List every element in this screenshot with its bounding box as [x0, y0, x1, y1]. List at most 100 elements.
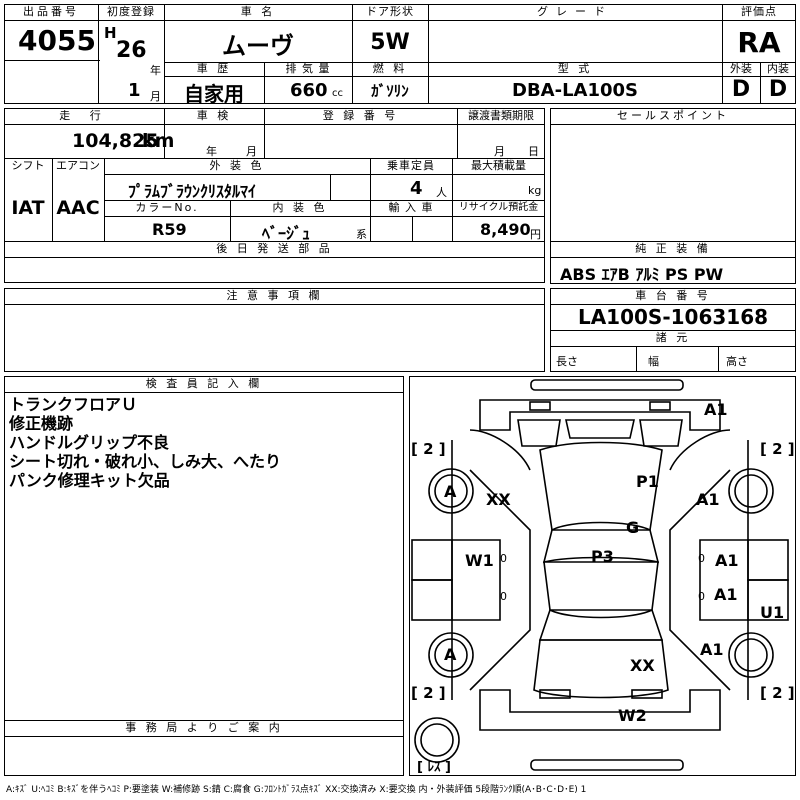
shift-label: シフト	[11, 159, 45, 172]
inspector-notes-label: 検 査 員 記 入 欄	[145, 377, 263, 390]
color-number: R59	[152, 220, 187, 239]
inspection-month-unit: 月	[246, 145, 257, 158]
mark-xx-fender: XX	[486, 490, 511, 509]
max-load-label: 最大積載量	[471, 159, 526, 172]
mark-p3-roof: P3	[591, 547, 614, 566]
era: H	[104, 24, 117, 42]
sales-points-block	[550, 108, 796, 284]
color-number-label: カラーNo.	[135, 201, 199, 214]
mark-a1-quarter-r: A1	[700, 640, 724, 659]
inspector-note: トランクフロアＵ	[9, 395, 138, 414]
door-type: 5W	[370, 30, 410, 55]
mark-a1-fender-r: A1	[696, 490, 720, 509]
tread-rear-left: [ 2 ]	[411, 684, 446, 702]
fuel-label: 燃 料	[372, 62, 408, 75]
chassis-number: LA100S-1063168	[577, 305, 769, 329]
interior-label: 内装	[767, 62, 789, 75]
exterior-color-label: 外 装 色	[209, 159, 265, 172]
recycle-deposit: 8,490	[480, 220, 531, 239]
displacement: 660	[290, 80, 328, 101]
door-mark-fl: 0	[500, 552, 507, 565]
inspector-note: 修正機跡	[9, 414, 74, 433]
interior-color-label: 内 装 色	[272, 201, 328, 214]
aircon-label: エアコン	[56, 159, 100, 172]
lot-number-label: 出品番号	[23, 5, 79, 18]
import-label: 輸 入 車	[388, 201, 434, 214]
mark-w1-door-l: W1	[465, 551, 494, 570]
model-code: DBA-LA100S	[512, 80, 638, 101]
inspector-notes-block	[4, 376, 404, 776]
history-label: 車 歴	[196, 62, 232, 75]
mark-p1-hood: P1	[636, 472, 659, 491]
later-parts-label: 後 日 発 送 部 品	[216, 242, 333, 255]
recycle-label: リサイクル預託金	[458, 202, 539, 213]
door-mark-rl: 0	[500, 590, 507, 603]
first-registration-label: 初度登録	[107, 5, 155, 18]
later-parts-block	[4, 241, 545, 283]
shift: IAT	[11, 197, 45, 219]
seats: 4	[410, 178, 423, 199]
door-mark-fr: 0	[698, 552, 705, 565]
history: 自家用	[184, 82, 244, 106]
interior-color-unit: 系	[356, 228, 367, 241]
evaluation-label: 評価点	[741, 5, 777, 18]
door-label: ドア形状	[366, 5, 414, 18]
tread-front-left: [ 2 ]	[411, 440, 446, 458]
interior-grade: D	[768, 77, 788, 102]
car-name-label: 車 名	[240, 5, 276, 18]
reg-year-unit: 年	[150, 64, 161, 77]
inspection-label: 車 検	[196, 109, 232, 122]
door-mark-rr: 0	[698, 590, 705, 603]
mileage-label: 走 行	[59, 109, 109, 122]
reg-year: 26	[116, 38, 147, 63]
caution-label: 注 意 事 項 欄	[226, 289, 323, 302]
max-load-unit: kg	[528, 184, 542, 197]
seats-unit: 人	[436, 186, 447, 199]
caution-block	[4, 288, 545, 372]
inspector-notes: トランクフロアＵ 修正機跡 ハンドルグリップ不良 シート切れ・破れ小、しみ大、へ…	[9, 395, 399, 490]
mark-a-tyre-rl: A	[444, 645, 457, 664]
displacement-unit: cc	[332, 88, 343, 99]
registration-number-label: 登 録 番 号	[322, 109, 399, 122]
office-notice-label: 事 務 局 よ り ご 案 内	[125, 721, 283, 734]
model-label: 型 式	[557, 62, 593, 75]
interior-color: ﾍﾞｰｼﾞｭ	[262, 224, 311, 243]
reg-month-unit: 月	[150, 90, 161, 103]
displacement-label: 排 気 量	[285, 62, 331, 75]
exterior-label: 外装	[730, 62, 752, 75]
chassis-number-label: 車 台 番 号	[635, 289, 711, 302]
mark-a-tyre-fl: A	[444, 482, 457, 501]
inspector-note: パンク修理キット欠品	[9, 471, 170, 490]
length-label: 長さ	[556, 355, 578, 368]
specs-label: 諸 元	[655, 331, 691, 344]
vehicle-details-block	[4, 108, 545, 242]
mark-a1-roof: A1	[704, 400, 728, 419]
legend: A:ｷｽﾞ U:ﾍｺﾐ B:ｷｽﾞを伴うﾍｺﾐ P:要塗装 W:補修跡 S:錆 …	[6, 785, 587, 795]
transfer-day-unit: 日	[528, 145, 539, 158]
spare-tyre-label: [ ﾚｽ ]	[417, 760, 451, 775]
reg-month: 1	[128, 80, 141, 101]
exterior-grade: D	[731, 77, 751, 102]
grade-label: グレード	[537, 5, 613, 18]
genuine-equipment-label: 純 正 装 備	[635, 242, 711, 255]
tread-rear-right: [ 2 ]	[760, 684, 795, 702]
mark-a1-door-r: A1	[715, 551, 739, 570]
mark-u1-sill: U1	[760, 603, 785, 622]
recycle-unit: 円	[530, 228, 541, 241]
transfer-month-unit: 月	[494, 145, 505, 158]
mark-w2-rear: W2	[618, 706, 647, 725]
transfer-deadline-label: 譲渡書類期限	[468, 109, 534, 122]
exterior-color: ﾌﾟﾗﾑﾌﾞﾗｳﾝｸﾘｽﾀﾙﾏｲ	[128, 182, 257, 201]
inspector-note: ハンドルグリップ不良	[9, 433, 170, 452]
height-label: 高さ	[726, 355, 748, 368]
mark-a1-door-rr: A1	[714, 585, 738, 604]
sales-points-label: セールスポイント	[617, 109, 729, 122]
mark-xx-quarter: XX	[630, 656, 655, 675]
inspector-note: シート切れ・破れ小、しみ大、へたり	[9, 452, 282, 471]
evaluation-score: RA	[737, 26, 781, 59]
mileage-unit: km	[142, 130, 175, 152]
genuine-equipment: ABS ｴｱB ｱﾙﾐ PS PW	[560, 265, 724, 284]
mileage: 104,825	[72, 130, 159, 152]
aircon: AAC	[56, 197, 100, 219]
